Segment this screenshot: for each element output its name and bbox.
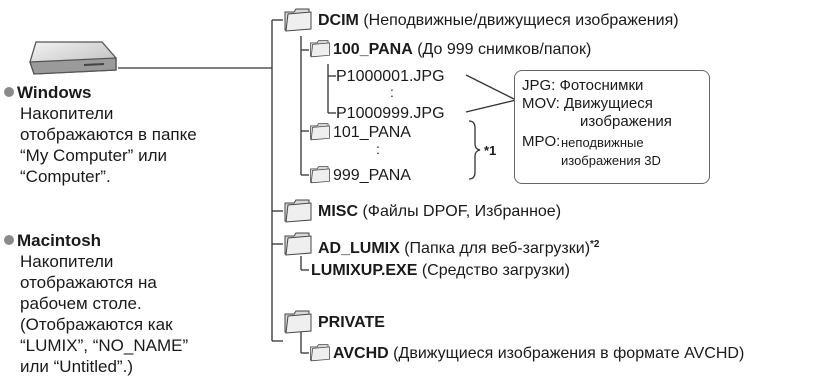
tree-item-dcim: DCIM (Неподвижные/движущиеся изображения… [318,11,679,30]
windows-section: Windows Накопители отображаются в папке … [4,82,197,187]
folder-icon [309,121,331,141]
folder-icon [283,308,313,334]
folder-name: AVCHD [333,345,389,362]
folder-desc: (Движущиеся изображения в формате AVCHD) [388,345,745,362]
tree-item-lumixup: LUMIXUP.EXE (Средство загрузки) [311,261,570,280]
file-first: P1000001.JPG [336,68,445,85]
tree-item-101-pana: 101_PANA [333,124,411,141]
tree-item-misc: MISC (Файлы DPOF, Избранное) [318,202,561,221]
folder-desc: (До 999 снимков/папок) [412,41,592,58]
file-desc: (Средство загрузки) [417,262,570,279]
folder-icon [309,38,331,58]
file-ellipsis: : [390,84,394,100]
tree-item-avchd: AVCHD (Движущиеся изображения в формате … [333,344,744,363]
folder-name: PRIVATE [318,314,385,331]
file-name: LUMIXUP.EXE [311,262,418,279]
mac-section: Macintosh Накопители отображаются на раб… [4,230,188,377]
drive-icon [29,41,117,75]
folder-name: AD_LUMIX [318,240,400,257]
tree-item-ad-lumix: AD_LUMIX (Папка для веб-загрузки)*2 [318,235,599,258]
mac-line: “LUMIX”, “NO_NAME” [20,336,189,355]
folder-icon [309,164,331,184]
folder-name: DCIM [318,12,359,29]
callout-mpo-cont: изображения 3D [561,153,661,168]
folder-icon [283,197,313,223]
callout-mpo: неподвижные [561,135,644,150]
bullet-icon [4,87,14,97]
windows-line: отображаются в папке [20,125,197,144]
windows-title: Windows [17,83,92,102]
tree-item-100-pana: 100_PANA (До 999 снимков/папок) [333,40,591,59]
footnote-mark: *2 [590,239,600,250]
folder-name: 100_PANA [333,41,413,58]
mac-line: рабочем столе. [20,294,142,313]
folder-icon [283,230,313,256]
file-types-callout [514,70,710,184]
tree-item-999-pana: 999_PANA [333,167,411,184]
callout-jpg: JPG: Фотоснимки [522,77,644,94]
folder-icon [309,342,331,362]
callout-mov-cont: изображения [580,113,672,130]
folder-name: MISC [318,203,358,220]
folder-icon [283,6,313,32]
brace-note: *1 [484,143,497,158]
folder-desc: (Папка для веб-загрузки) [399,240,591,257]
tree-item-private: PRIVATE [318,313,385,332]
folder-desc: (Неподвижные/движущиеся изображения) [358,12,679,29]
callout-mpo-label: MPO: [522,133,561,150]
callout-mov: MOV: Движущиеся [522,95,653,112]
windows-line: “Computer”. [20,167,111,186]
mac-title: Macintosh [17,231,102,250]
windows-line: Накопители [20,104,114,123]
folder-desc: (Файлы DPOF, Избранное) [358,203,562,220]
bullet-icon [4,235,14,245]
mac-line: (Отображаются как [20,315,173,334]
folder-ellipsis: : [376,141,380,157]
mac-line: Накопители [20,252,114,271]
mac-line: отображаются на [20,273,157,292]
file-last: P1000999.JPG [336,105,445,122]
windows-line: “My Computer” или [20,146,167,165]
mac-line: или “Untitled”.) [20,357,133,376]
